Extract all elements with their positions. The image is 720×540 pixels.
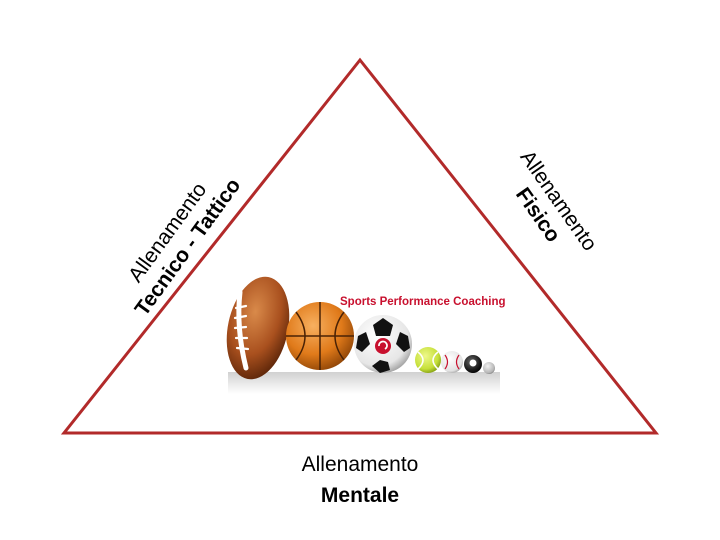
sports-balls-logo <box>226 276 500 394</box>
billiard-ball-icon <box>464 355 482 373</box>
label-bottom-line1: Allenamento <box>301 453 419 476</box>
tennis-ball-icon <box>415 347 441 373</box>
triangle-outline <box>60 57 660 435</box>
label-bottom-line2: Mentale <box>320 484 400 508</box>
soccer-ball-icon <box>354 315 412 373</box>
basketball-icon <box>286 302 354 370</box>
american-football-icon <box>226 276 290 380</box>
label-mentale: Allenamento Mentale <box>260 452 460 508</box>
logo-text: Sports Performance Coaching <box>340 296 506 308</box>
golf-ball-icon <box>483 362 495 374</box>
baseball-icon <box>441 351 463 373</box>
